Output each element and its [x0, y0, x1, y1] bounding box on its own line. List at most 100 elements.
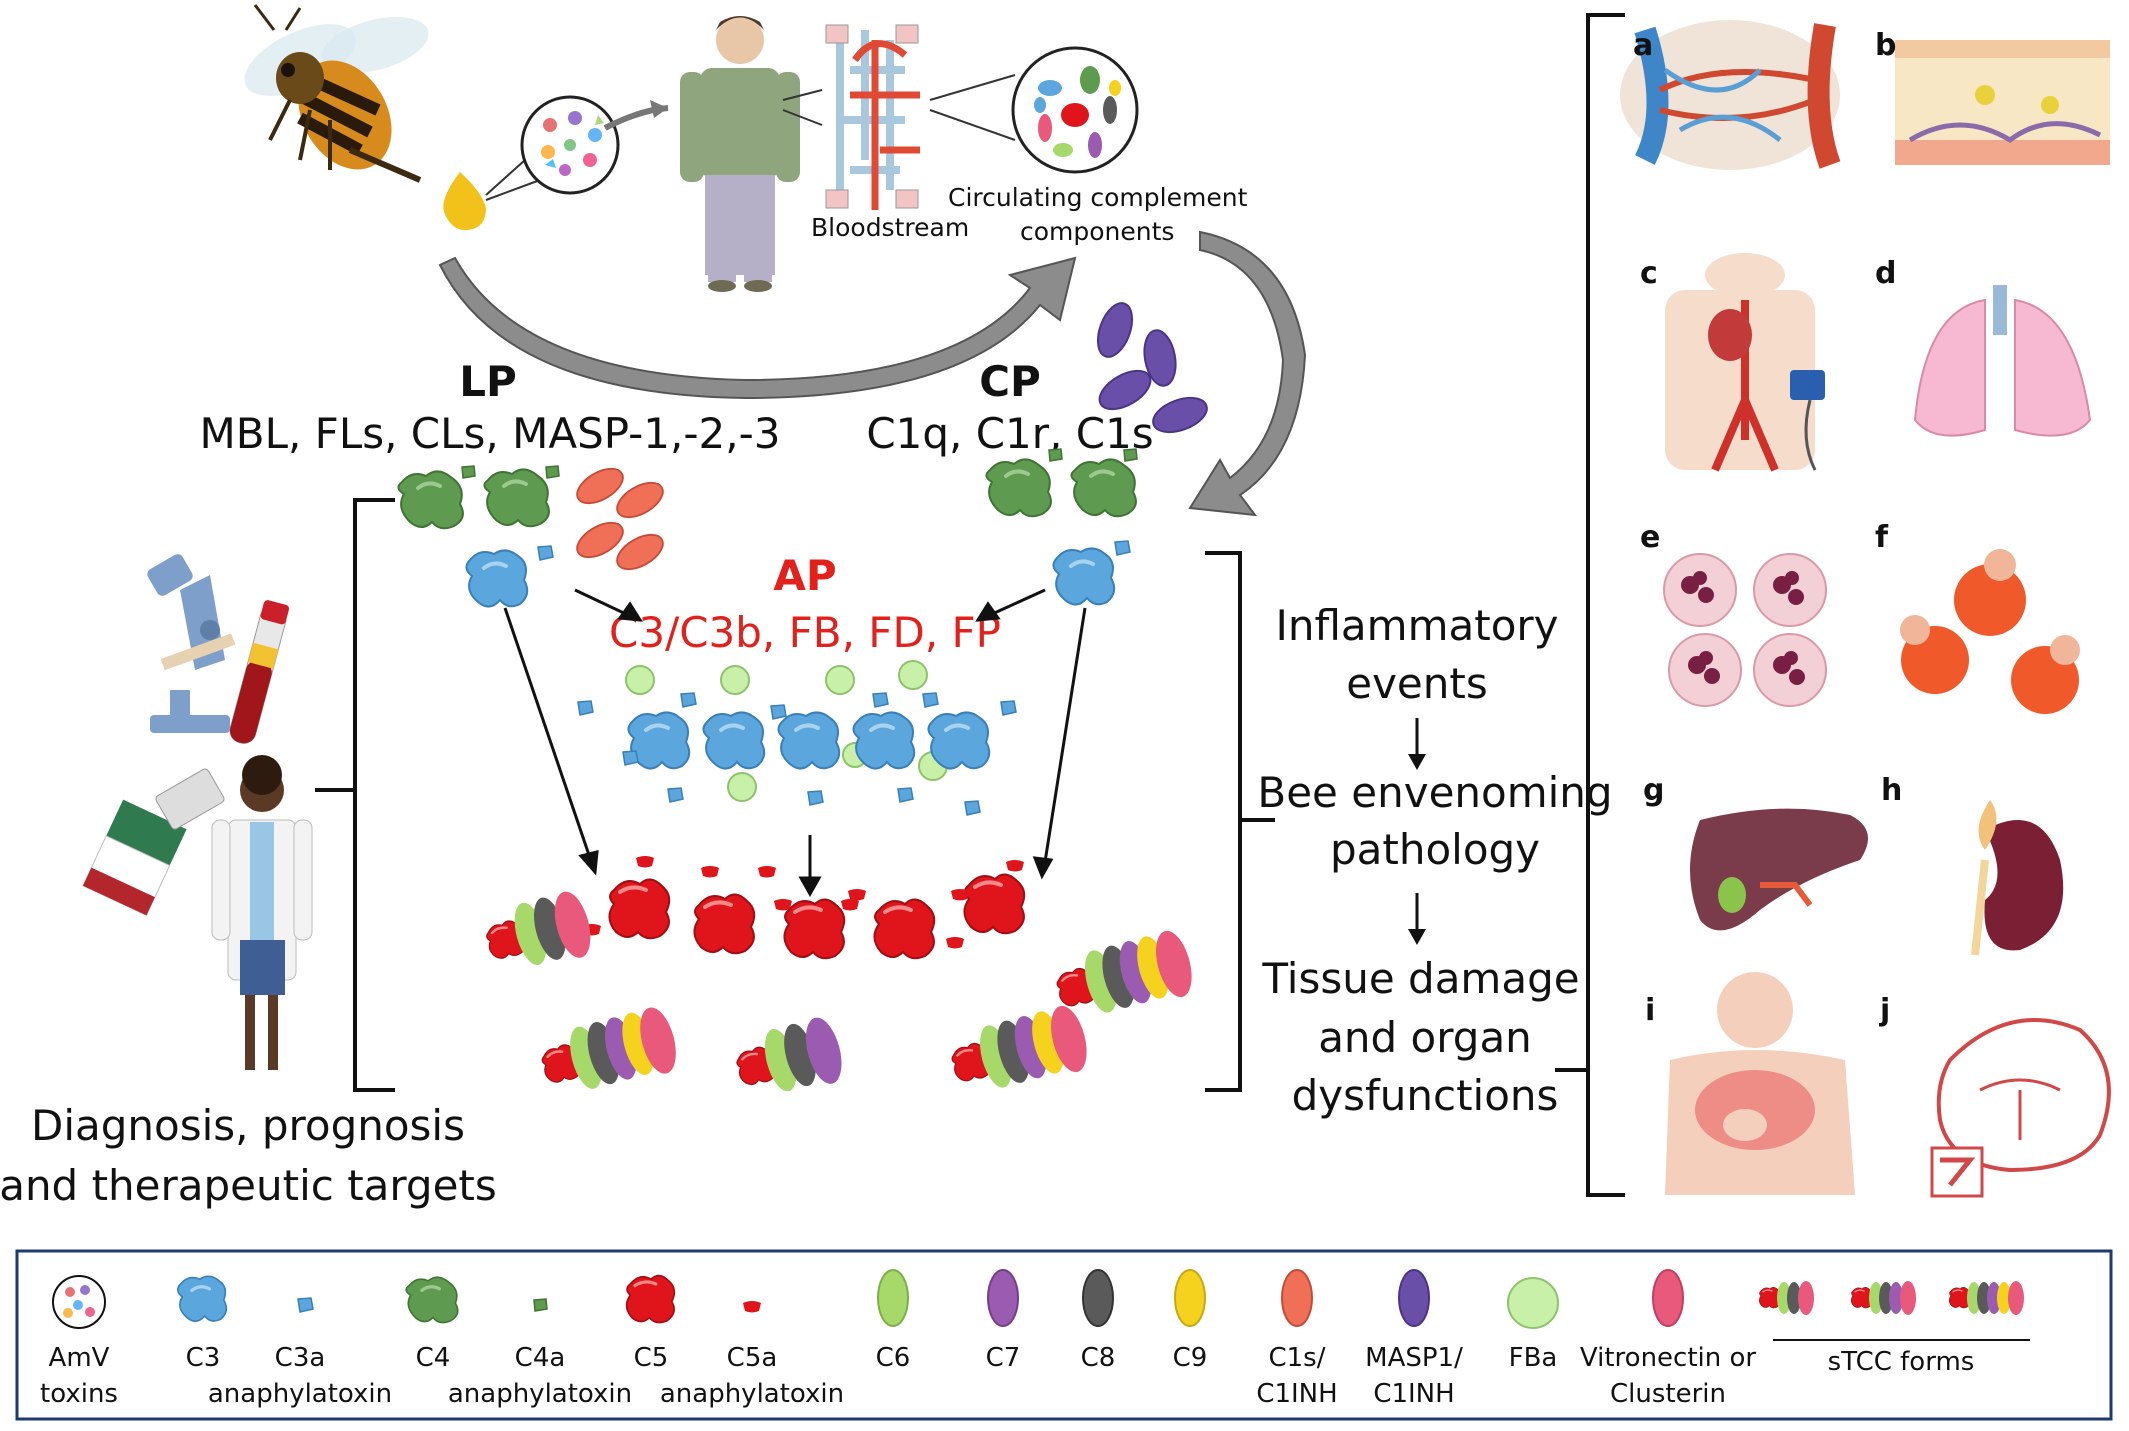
- lp-components-illustration: [396, 460, 670, 609]
- legend-box: [15, 1249, 2113, 1421]
- venom-toxins-zoom: [485, 95, 620, 201]
- bee-pathology-line1: Bee envenoming: [1257, 768, 1612, 817]
- panel-b-skin-tissue: [1895, 40, 2110, 165]
- cp-title: CP: [979, 357, 1041, 406]
- legend-label-c5: C5: [634, 1343, 669, 1373]
- legend-label-c6: C6: [876, 1343, 911, 1373]
- panel-h-kidney: [1971, 800, 2064, 956]
- legend-swatch-fba: [1507, 1277, 1559, 1329]
- left-bracket: [315, 498, 395, 1092]
- panel-label-f: f: [1875, 520, 1889, 555]
- legend-label-amv-2: toxins: [40, 1379, 118, 1409]
- cp-components: C1q, C1r, C1s: [866, 409, 1153, 458]
- panel-g-liver: [1690, 808, 1868, 931]
- complement-components-zoom: [1011, 46, 1139, 174]
- bee-illustration: [244, 4, 429, 183]
- panel-label-e: e: [1640, 520, 1660, 555]
- venom-drop: [443, 172, 486, 231]
- legend-swatch-c5: [624, 1273, 676, 1325]
- legend-label-c3a-2: anaphylatoxin: [208, 1379, 392, 1409]
- panel-e-neutrophils: [1663, 553, 1827, 707]
- legend-label-masp-1: MASP1/: [1365, 1343, 1463, 1373]
- panel-j-brain: [1930, 1018, 2111, 1198]
- ap-title: AP: [773, 551, 836, 600]
- tissue-damage-line2: and organ: [1318, 1013, 1532, 1062]
- legend-label-c1s-1: C1s/: [1268, 1343, 1325, 1373]
- legend-swatch-c4a: [533, 1298, 548, 1312]
- legend-swatch-stcc: [1758, 1281, 2030, 1341]
- legend-label-fba: FBa: [1509, 1343, 1558, 1373]
- panel-i-anaphylaxis: [1665, 972, 1855, 1195]
- legend-swatch-c4: [404, 1275, 460, 1325]
- bloodstream-label: Bloodstream: [811, 213, 969, 242]
- tissue-damage-line1: Tissue damage: [1261, 954, 1579, 1003]
- middle-bracket: [1205, 551, 1275, 1092]
- panel-label-b: b: [1875, 28, 1896, 63]
- blood-tube-illustration: [229, 600, 290, 744]
- panel-d-lungs: [1913, 285, 2092, 437]
- person-illustration: [680, 16, 800, 292]
- legend-label-c7: C7: [986, 1343, 1021, 1373]
- diagnosis-line1: Diagnosis, prognosis: [31, 1101, 465, 1150]
- panel-f-red-cells: [1900, 549, 2080, 714]
- legend-swatch-c3: [176, 1274, 228, 1323]
- legend-swatch-vitronectin: [1652, 1269, 1684, 1327]
- legend-label-stcc: sTCC forms: [1828, 1347, 1975, 1377]
- legend-label-c4a-1: C4a: [515, 1343, 566, 1373]
- legend-swatch-c9: [1174, 1269, 1206, 1327]
- doctor-illustration: [211, 755, 313, 1070]
- panel-c-cardiovascular: [1665, 253, 1825, 472]
- legend-swatch-c7: [987, 1269, 1019, 1327]
- microscope-illustration: [147, 554, 236, 733]
- tissue-damage-line3: dysfunctions: [1292, 1071, 1559, 1120]
- c5-row-illustration: [583, 856, 1027, 961]
- right-bracket: [1555, 13, 1625, 1197]
- legend-label-c3: C3: [186, 1343, 221, 1373]
- legend-label-c3a-1: C3a: [275, 1343, 326, 1373]
- panel-label-a: a: [1633, 28, 1653, 63]
- arrow-down-1: [1408, 754, 1426, 770]
- ap-components-illustration: [577, 660, 1017, 816]
- legend-swatch-c6: [877, 1269, 909, 1327]
- legend-swatch-c3a: [297, 1297, 314, 1313]
- legend-label-vitronectin-2: Clusterin: [1610, 1379, 1726, 1409]
- inflammatory-events-line1: Inflammatory: [1275, 601, 1558, 650]
- medicine-box-illustration: [82, 768, 225, 916]
- legend-swatch-masp: [1398, 1269, 1430, 1327]
- legend-item-amv: [52, 1275, 106, 1329]
- panel-label-c: c: [1640, 256, 1658, 291]
- legend-label-c1s-2: C1INH: [1256, 1379, 1337, 1409]
- panel-label-j: j: [1879, 993, 1890, 1028]
- legend-label-amv-1: AmV: [49, 1343, 110, 1373]
- legend-label-c4: C4: [416, 1343, 451, 1373]
- cp-components-illustration: [984, 448, 1138, 607]
- legend-label-vitronectin-1: Vitronectin or: [1580, 1343, 1756, 1373]
- panel-label-g: g: [1643, 773, 1664, 808]
- legend-label-c4a-2: anaphylatoxin: [448, 1379, 632, 1409]
- lp-title: LP: [459, 357, 517, 406]
- legend-swatch-c8: [1082, 1269, 1114, 1327]
- legend-label-c5a-2: anaphylatoxin: [660, 1379, 844, 1409]
- circulating-label-line2: components: [1020, 217, 1174, 246]
- stcc-complexes: [482, 891, 1192, 1092]
- bee-pathology-line2: pathology: [1330, 825, 1540, 874]
- lp-components: MBL, FLs, CLs, MASP-1,-2,-3: [200, 409, 781, 458]
- reaction-arrows: [503, 588, 1087, 898]
- panel-label-h: h: [1881, 773, 1902, 808]
- legend-label-c8: C8: [1081, 1343, 1116, 1373]
- flow-arrow-to-pathways: [1188, 230, 1307, 517]
- circulating-label-line1: Circulating complement: [948, 183, 1248, 212]
- legend-swatch-c5a: [743, 1301, 761, 1313]
- ap-components: C3/C3b, FB, FD, FP: [609, 608, 1001, 657]
- legend-label-masp-2: C1INH: [1373, 1379, 1454, 1409]
- bloodstream-illustration: [825, 24, 920, 210]
- panel-label-d: d: [1875, 256, 1896, 291]
- panel-a-microcirculation: [1620, 20, 1841, 170]
- panel-label-i: i: [1645, 993, 1655, 1028]
- legend-label-c5a-1: C5a: [727, 1343, 778, 1373]
- diagnosis-line2: and therapeutic targets: [0, 1161, 497, 1210]
- flow-arrow-to-circulation: [438, 256, 1077, 400]
- legend-label-c9: C9: [1173, 1343, 1208, 1373]
- legend-swatch-c1s: [1281, 1269, 1313, 1327]
